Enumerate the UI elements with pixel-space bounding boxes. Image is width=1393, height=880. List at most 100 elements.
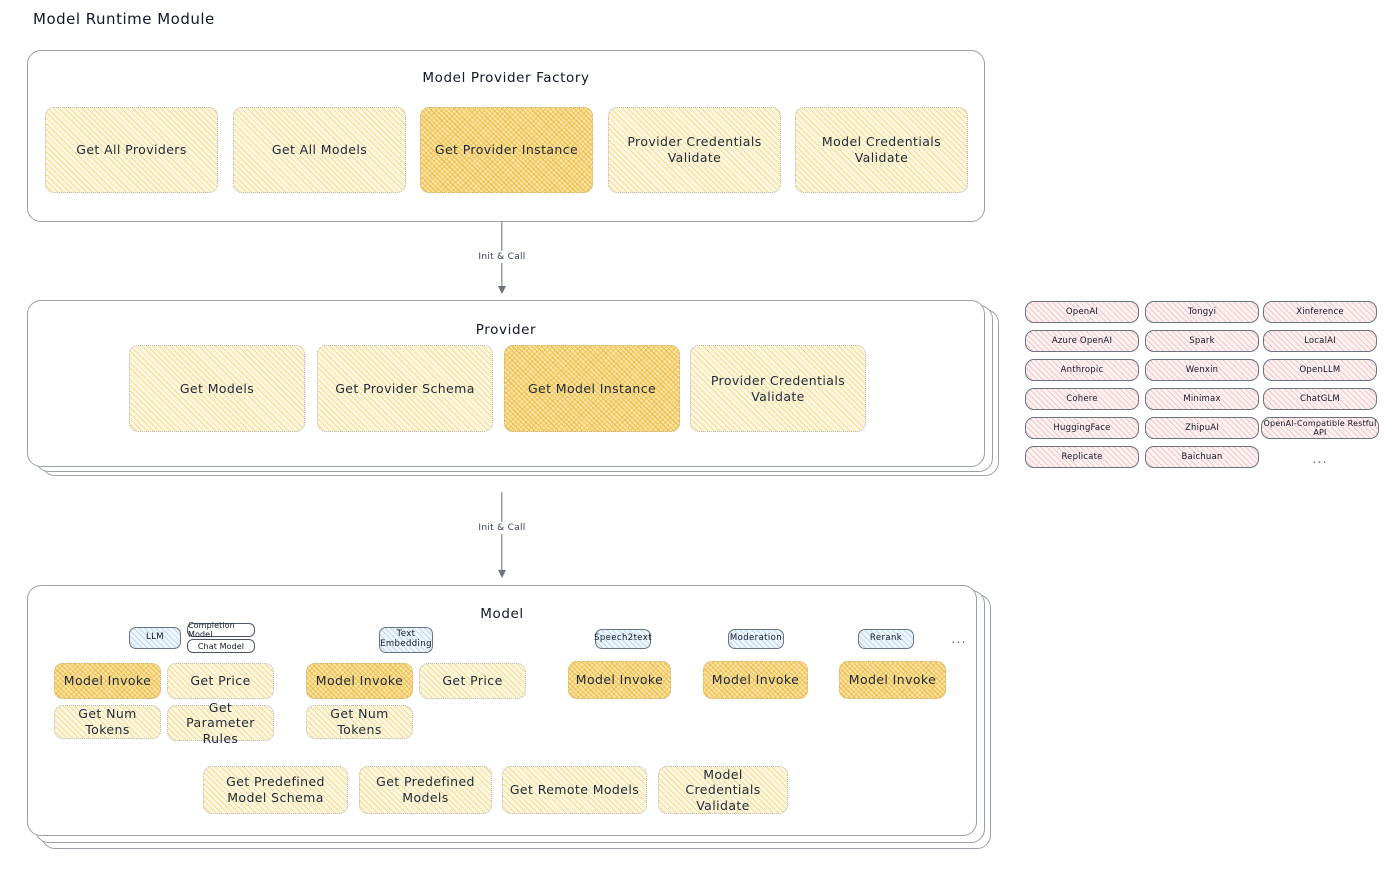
- method-label: Get Remote Models: [509, 782, 640, 798]
- provider-chip-label: Spark: [1189, 336, 1215, 346]
- provider-chip-label: OpenAI-Compatible Restful API: [1263, 419, 1377, 437]
- provider-chip-label: Minimax: [1183, 394, 1221, 404]
- factory-item-get-all-models[interactable]: Get All Models: [233, 107, 406, 193]
- method-label: Model Invoke: [848, 672, 937, 688]
- page-title: Model Runtime Module: [33, 10, 215, 28]
- model-types-more-ellipsis: ...: [951, 631, 967, 647]
- provider-chip-minimax[interactable]: Minimax: [1145, 388, 1259, 410]
- factory-item-provider-credentials-validate[interactable]: Provider Credentials Validate: [608, 107, 781, 193]
- provider-item-label: Get Model Instance: [527, 380, 657, 396]
- provider-chip-openai[interactable]: OpenAI: [1025, 301, 1139, 323]
- model-type-label: Speech2text: [594, 633, 652, 644]
- model-common-get-remote-models[interactable]: Get Remote Models: [502, 766, 647, 814]
- model-type-label: LLM: [145, 632, 164, 643]
- model-type-text-embedding[interactable]: Text Embedding: [379, 627, 433, 653]
- moderation-method-model-invoke[interactable]: Model Invoke: [703, 661, 808, 699]
- provider-chip-openllm[interactable]: OpenLLM: [1263, 359, 1377, 381]
- model-type-moderation[interactable]: Moderation: [728, 629, 784, 649]
- provider-item-get-model-instance[interactable]: Get Model Instance: [504, 345, 680, 432]
- provider-item-provider-credentials-validate[interactable]: Provider Credentials Validate: [690, 345, 866, 432]
- provider-chip-label: ChatGLM: [1300, 394, 1340, 404]
- method-label: Model Invoke: [63, 673, 152, 689]
- model-type-llm[interactable]: LLM: [129, 627, 181, 649]
- provider-chip-label: Tongyi: [1187, 307, 1217, 317]
- method-label: Get Price: [190, 673, 251, 689]
- model-type-label: Text Embedding: [380, 629, 432, 649]
- connector-label: Init & Call: [474, 251, 530, 263]
- llm-method-model-invoke[interactable]: Model Invoke: [54, 663, 161, 699]
- factory-item-label: Get All Models: [271, 142, 368, 158]
- provider-title: Provider: [475, 322, 537, 338]
- factory-item-label: Model Credentials Validate: [821, 134, 942, 165]
- provider-chip-label: OpenLLM: [1299, 365, 1341, 375]
- text-embedding-method-model-invoke[interactable]: Model Invoke: [306, 663, 413, 699]
- method-label: Get Predefined Models: [376, 774, 475, 805]
- provider-chip-wenxin[interactable]: Wenxin: [1145, 359, 1259, 381]
- provider-chip-label: Wenxin: [1185, 365, 1219, 375]
- connector-factory-to-provider: Init & Call: [455, 222, 549, 302]
- provider-chip-openai-compatible-restful-api[interactable]: OpenAI-Compatible Restful API: [1261, 417, 1379, 439]
- model-common-get-predefined-model-schema[interactable]: Get Predefined Model Schema: [203, 766, 348, 814]
- model-subpill-label: Completion Model: [188, 621, 235, 639]
- provider-chip-baichuan[interactable]: Baichuan: [1145, 446, 1259, 468]
- text-embedding-method-get-num-tokens[interactable]: Get Num Tokens: [306, 705, 413, 739]
- model-common-model-credentials-validate[interactable]: Model Credentials Validate: [658, 766, 788, 814]
- method-label: Model Invoke: [711, 672, 800, 688]
- factory-item-label: Provider Credentials Validate: [627, 134, 762, 165]
- method-label: Get Predefined Model Schema: [226, 774, 325, 805]
- provider-chip-chatglm[interactable]: ChatGLM: [1263, 388, 1377, 410]
- model-subpill-completion-model[interactable]: Completion Model: [187, 621, 255, 639]
- model-subpill-label: Chat Model: [197, 641, 245, 651]
- provider-chip-localai[interactable]: LocalAI: [1263, 330, 1377, 352]
- arrow-head-icon: [498, 570, 506, 578]
- model-common-get-predefined-models[interactable]: Get Predefined Models: [359, 766, 492, 814]
- model-type-label: Rerank: [869, 633, 903, 644]
- method-label: Model Invoke: [315, 673, 404, 689]
- provider-item-label: Get Provider Schema: [335, 380, 475, 396]
- provider-item-get-models[interactable]: Get Models: [129, 345, 305, 432]
- provider-chip-azure-openai[interactable]: Azure OpenAI: [1025, 330, 1139, 352]
- method-label: Model Invoke: [575, 672, 664, 688]
- llm-method-get-parameter-rules[interactable]: Get Parameter Rules: [167, 700, 274, 746]
- provider-item-label: Get Models: [179, 380, 255, 396]
- provider-list-more-ellipsis: ...: [1312, 451, 1328, 467]
- provider-chip-label: Cohere: [1066, 394, 1098, 404]
- provider-chip-zhipuai[interactable]: ZhipuAI: [1145, 417, 1259, 439]
- provider-chip-label: Azure OpenAI: [1051, 336, 1113, 346]
- factory-item-get-all-providers[interactable]: Get All Providers: [45, 107, 218, 193]
- provider-chip-replicate[interactable]: Replicate: [1025, 446, 1139, 468]
- speech2text-method-model-invoke[interactable]: Model Invoke: [568, 661, 671, 699]
- provider-chip-label: Anthropic: [1060, 365, 1104, 375]
- factory-item-get-provider-instance[interactable]: Get Provider Instance: [420, 107, 593, 193]
- factory-item-label: Get All Providers: [76, 142, 187, 158]
- model-title: Model: [480, 606, 524, 622]
- provider-chip-cohere[interactable]: Cohere: [1025, 388, 1139, 410]
- provider-chip-label: OpenAI: [1065, 307, 1099, 317]
- text-embedding-method-get-price[interactable]: Get Price: [419, 663, 526, 699]
- provider-chip-label: ZhipuAI: [1184, 423, 1220, 433]
- provider-chip-anthropic[interactable]: Anthropic: [1025, 359, 1139, 381]
- factory-title: Model Provider Factory: [422, 70, 590, 86]
- provider-chip-label: Replicate: [1061, 452, 1103, 462]
- provider-chip-spark[interactable]: Spark: [1145, 330, 1259, 352]
- arrow-head-icon: [498, 286, 506, 294]
- method-label: Get Num Tokens: [78, 706, 137, 737]
- provider-item-get-provider-schema[interactable]: Get Provider Schema: [317, 345, 493, 432]
- provider-chip-tongyi[interactable]: Tongyi: [1145, 301, 1259, 323]
- model-type-label: Moderation: [729, 633, 783, 644]
- rerank-method-model-invoke[interactable]: Model Invoke: [839, 661, 946, 699]
- model-type-rerank[interactable]: Rerank: [858, 629, 914, 649]
- provider-chip-label: Baichuan: [1181, 452, 1223, 462]
- provider-chip-label: Xinference: [1296, 307, 1344, 317]
- model-type-speech2text[interactable]: Speech2text: [594, 629, 652, 649]
- method-label: Model Credentials Validate: [685, 766, 761, 813]
- llm-method-get-num-tokens[interactable]: Get Num Tokens: [54, 705, 161, 739]
- model-subpill-chat-model[interactable]: Chat Model: [187, 639, 255, 653]
- provider-chip-huggingface[interactable]: HuggingFace: [1025, 417, 1139, 439]
- provider-chip-label: LocalAI: [1304, 336, 1336, 346]
- provider-chip-xinference[interactable]: Xinference: [1263, 301, 1377, 323]
- llm-method-get-price[interactable]: Get Price: [167, 663, 274, 699]
- method-label: Get Num Tokens: [330, 706, 389, 737]
- factory-item-model-credentials-validate[interactable]: Model Credentials Validate: [795, 107, 968, 193]
- connector-provider-to-model: Init & Call: [455, 492, 549, 586]
